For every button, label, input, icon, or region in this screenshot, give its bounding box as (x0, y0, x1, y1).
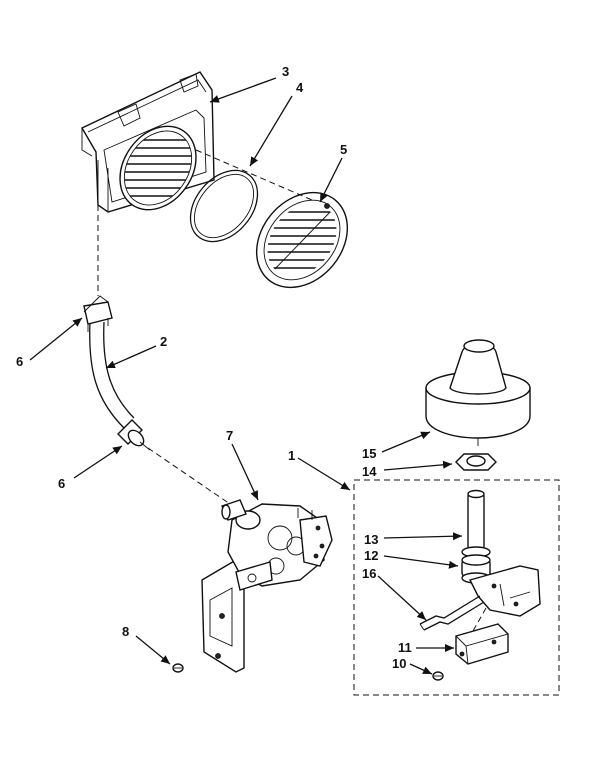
actuator-lever (419, 595, 485, 631)
callout-8: 8 (122, 624, 129, 639)
switch-screw (432, 671, 444, 681)
callout-15: 15 (362, 446, 376, 461)
alignment-line (195, 149, 313, 201)
water-valve (201, 499, 333, 673)
callout-7: 7 (226, 428, 233, 443)
callout-10: 10 (392, 656, 406, 671)
switch-bracket (468, 565, 541, 617)
callout-6-top: 6 (16, 354, 23, 369)
float-stem (467, 489, 485, 555)
callout-5: 5 (340, 142, 347, 157)
leader-lines (29, 77, 463, 675)
callout-3: 3 (282, 64, 289, 79)
float (425, 339, 531, 446)
callout-6-bottom: 6 (58, 476, 65, 491)
callout-14: 14 (362, 464, 377, 479)
switch-assembly-box (353, 479, 560, 696)
vent-gasket (189, 169, 259, 243)
callout-13: 13 (364, 532, 378, 547)
callout-12: 12 (364, 548, 378, 563)
micro-switch (455, 623, 509, 665)
vent-housing (81, 71, 215, 213)
fill-hose (89, 321, 135, 429)
hose-clamp-top (83, 295, 113, 332)
callout-2: 2 (160, 334, 167, 349)
alignment-line (147, 447, 231, 505)
callout-11: 11 (398, 640, 412, 655)
hose-clamp-bottom (117, 419, 151, 451)
callout-16: 16 (362, 566, 376, 581)
mounting-screw (172, 663, 184, 673)
callout-4: 4 (296, 80, 304, 95)
float-nut (455, 453, 497, 471)
callout-1: 1 (288, 448, 295, 463)
